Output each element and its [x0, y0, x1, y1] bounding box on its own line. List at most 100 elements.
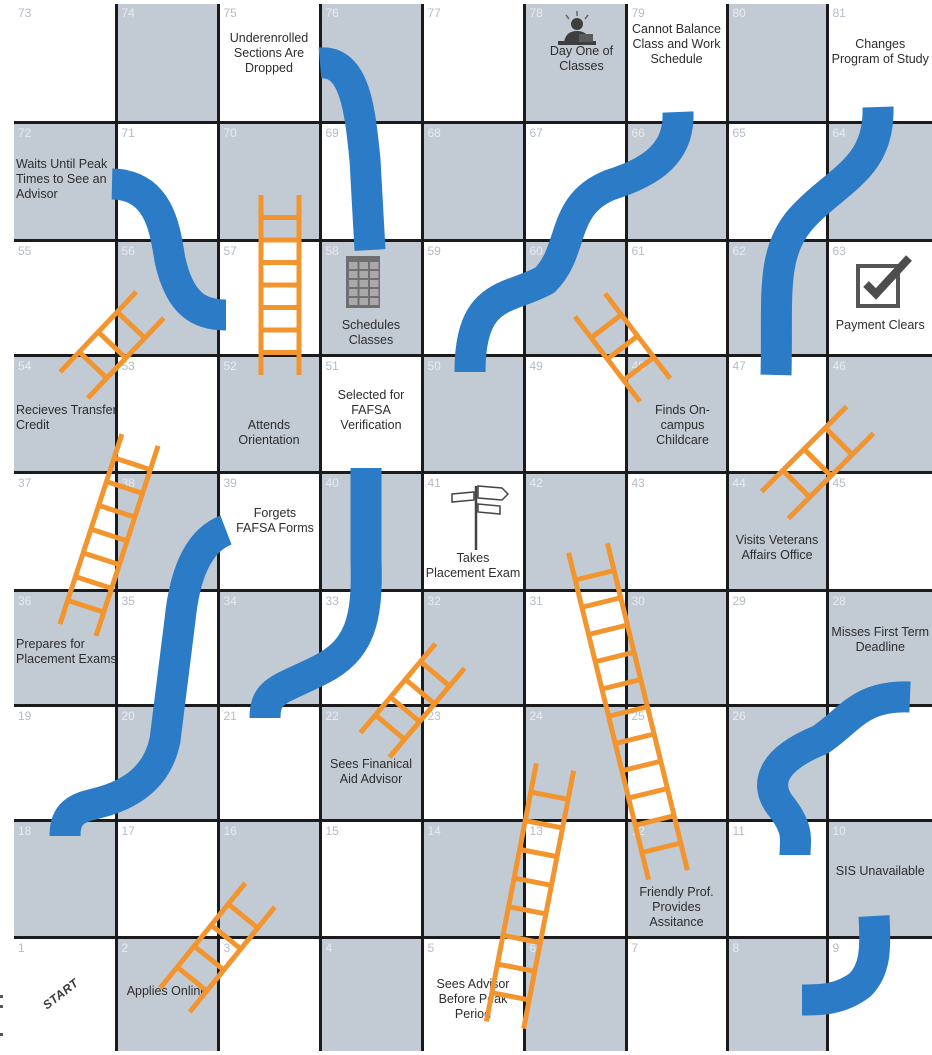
- square-number: 24: [530, 709, 543, 723]
- square-number: 11: [733, 824, 745, 838]
- board-square-70: 70: [220, 124, 319, 239]
- square-number: 31: [530, 594, 543, 608]
- board-square-73: 73: [14, 4, 115, 121]
- square-number: 81: [833, 6, 846, 20]
- square-number: 13: [530, 824, 543, 838]
- square-number: 46: [833, 359, 846, 373]
- square-number: 79: [632, 6, 645, 20]
- square-number: 5: [428, 941, 435, 955]
- square-number: 7: [632, 941, 639, 955]
- square-label: Finds On-campus Childcare: [642, 403, 724, 448]
- square-number: 1: [18, 941, 25, 955]
- square-label: Cannot Balance Class and Work Schedule: [630, 22, 724, 67]
- square-label: Misses First Term Deadline: [831, 625, 931, 655]
- square-number: 47: [733, 359, 746, 373]
- square-number: 76: [326, 6, 339, 20]
- board-square-45: 45: [829, 474, 932, 589]
- board-square-71: 71: [118, 124, 217, 239]
- square-number: 27: [833, 709, 846, 723]
- square-number: 54: [18, 359, 31, 373]
- square-number: 60: [530, 244, 543, 258]
- square-number: 18: [18, 824, 31, 838]
- square-number: 26: [733, 709, 746, 723]
- square-number: 56: [122, 244, 135, 258]
- square-number: 63: [833, 244, 846, 258]
- square-label: Payment Clears: [831, 318, 931, 333]
- square-number: 44: [733, 476, 746, 490]
- square-number: 38: [122, 476, 135, 490]
- board-square-9: 9: [829, 939, 932, 1052]
- checkbox-icon: [855, 254, 917, 310]
- teacher-icon: [554, 10, 600, 52]
- square-number: 42: [530, 476, 543, 490]
- square-number: 8: [733, 941, 740, 955]
- square-number: 14: [428, 824, 441, 838]
- square-number: 9: [833, 941, 840, 955]
- board-square-20: 20: [118, 707, 217, 819]
- board-square-6: 6: [526, 939, 625, 1052]
- square-number: 35: [122, 594, 135, 608]
- board-square-64: 64: [829, 124, 932, 239]
- board-square-65: 65: [729, 124, 826, 239]
- board-square-55: 55: [14, 242, 115, 354]
- square-label: Applies Online: [120, 984, 215, 999]
- square-number: 6: [530, 941, 537, 955]
- board-square-49: 49: [526, 357, 625, 471]
- square-number: 16: [224, 824, 237, 838]
- square-number: 51: [326, 359, 339, 373]
- square-number: 19: [18, 709, 31, 723]
- square-number: 55: [18, 244, 31, 258]
- board-square-38: 38: [118, 474, 217, 589]
- board-square-56: 56: [118, 242, 217, 354]
- square-number: 68: [428, 126, 441, 140]
- square-number: 52: [224, 359, 237, 373]
- square-number: 57: [224, 244, 237, 258]
- board-square-23: 23: [424, 707, 523, 819]
- board-square-19: 19: [14, 707, 115, 819]
- square-number: 25: [632, 709, 645, 723]
- board-square-66: 66: [628, 124, 726, 239]
- square-number: 36: [18, 594, 31, 608]
- board-square-17: 17: [118, 822, 217, 936]
- square-number: 29: [733, 594, 746, 608]
- board-square-43: 43: [628, 474, 726, 589]
- square-label: Attends Orientation: [222, 418, 317, 448]
- board-square-37: 37: [14, 474, 115, 589]
- square-label: SIS Unavailable: [831, 864, 931, 879]
- board-square-31: 31: [526, 592, 625, 704]
- board-square-11: 11: [729, 822, 826, 936]
- square-number: 50: [428, 359, 441, 373]
- square-label: Sees Advisor Before Peak Period: [426, 977, 521, 1022]
- board-square-77: 77: [424, 4, 523, 121]
- board-square-62: 62: [729, 242, 826, 354]
- calendar-icon: [346, 256, 380, 308]
- square-number: 22: [326, 709, 339, 723]
- square-label: Schedules Classes: [324, 318, 419, 348]
- square-label: Forgets FAFSA Forms: [234, 506, 317, 536]
- square-number: 67: [530, 126, 543, 140]
- square-number: 78: [530, 6, 543, 20]
- square-number: 80: [733, 6, 746, 20]
- square-number: 20: [122, 709, 135, 723]
- board-square-8: 8: [729, 939, 826, 1052]
- square-number: 65: [733, 126, 746, 140]
- square-number: 70: [224, 126, 237, 140]
- board-square-15: 15: [322, 822, 421, 936]
- square-number: 59: [428, 244, 441, 258]
- square-number: 45: [833, 476, 846, 490]
- square-label: Prepares for Placement Exams: [16, 637, 115, 667]
- board-square-13: 13: [526, 822, 625, 936]
